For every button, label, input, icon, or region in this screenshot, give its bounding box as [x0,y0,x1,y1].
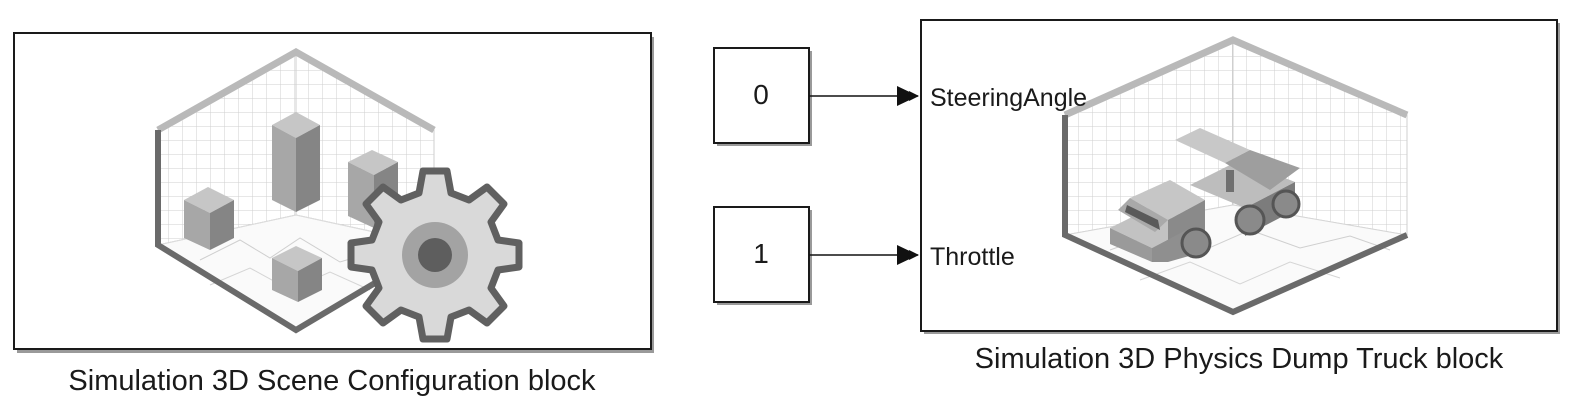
port-label-steering-angle: SteeringAngle [930,84,1087,112]
dump-truck-label: Simulation 3D Physics Dump Truck block [975,343,1504,375]
scene-gear-icon [155,47,523,343]
block-frame [713,47,810,144]
scene-configuration-block[interactable] [13,32,654,353]
port-arrow-throttle[interactable] [897,245,918,265]
constant-value: 0 [753,79,769,110]
constant-block-1[interactable]: 1 [713,206,812,305]
constant-block-0[interactable]: 0 [713,47,812,146]
constant-value: 1 [753,238,769,269]
port-arrow-steering[interactable] [897,86,918,106]
dump-truck-block[interactable]: SteeringAngle Throttle [897,19,1560,334]
dump-truck-icon [1062,36,1409,316]
scene-config-label: Simulation 3D Scene Configuration block [68,365,596,397]
port-label-throttle: Throttle [930,243,1015,271]
